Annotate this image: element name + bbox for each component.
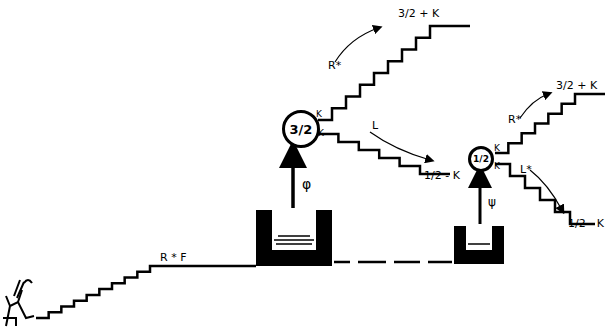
measuring-box bbox=[454, 226, 504, 264]
branch-label: R* bbox=[328, 60, 341, 72]
offset-label: K bbox=[494, 142, 500, 154]
operator-symbol: φ bbox=[302, 178, 311, 190]
value-circle: 3/2 bbox=[282, 110, 320, 148]
offset-label: K bbox=[318, 127, 324, 139]
dashed-line bbox=[334, 261, 452, 264]
outcome-value: 3/2 + K bbox=[398, 8, 439, 20]
pointer-arrow bbox=[520, 94, 548, 118]
outcome-value: 1/2 - K bbox=[568, 218, 604, 230]
value-circle: 1/2 bbox=[468, 146, 494, 172]
offset-label: K bbox=[316, 108, 322, 120]
branch-label: L bbox=[372, 120, 378, 132]
measuring-box bbox=[256, 210, 332, 266]
up-arrow bbox=[291, 154, 295, 208]
offset-label: K bbox=[494, 160, 500, 172]
circle-value: 1/2 bbox=[473, 154, 489, 164]
branch-label: L* bbox=[520, 164, 532, 176]
pointer-arrow bbox=[335, 28, 378, 62]
climber-figure bbox=[3, 280, 34, 326]
staircase bbox=[318, 134, 450, 174]
staircase bbox=[495, 164, 595, 224]
circle-value: 3/2 bbox=[290, 122, 313, 137]
staircase bbox=[36, 266, 256, 318]
up-arrow bbox=[479, 176, 482, 224]
operator-symbol: ψ bbox=[488, 196, 496, 208]
staircase bbox=[318, 26, 470, 120]
branch-label: R* bbox=[508, 114, 521, 126]
pointer-arrow bbox=[370, 132, 430, 160]
outcome-value: 1/2 - K bbox=[424, 170, 460, 182]
staircase bbox=[495, 94, 605, 153]
outcome-value: 3/2 + K bbox=[556, 80, 597, 92]
pointer-arrow bbox=[530, 170, 562, 210]
step-label: R * F bbox=[160, 252, 186, 264]
